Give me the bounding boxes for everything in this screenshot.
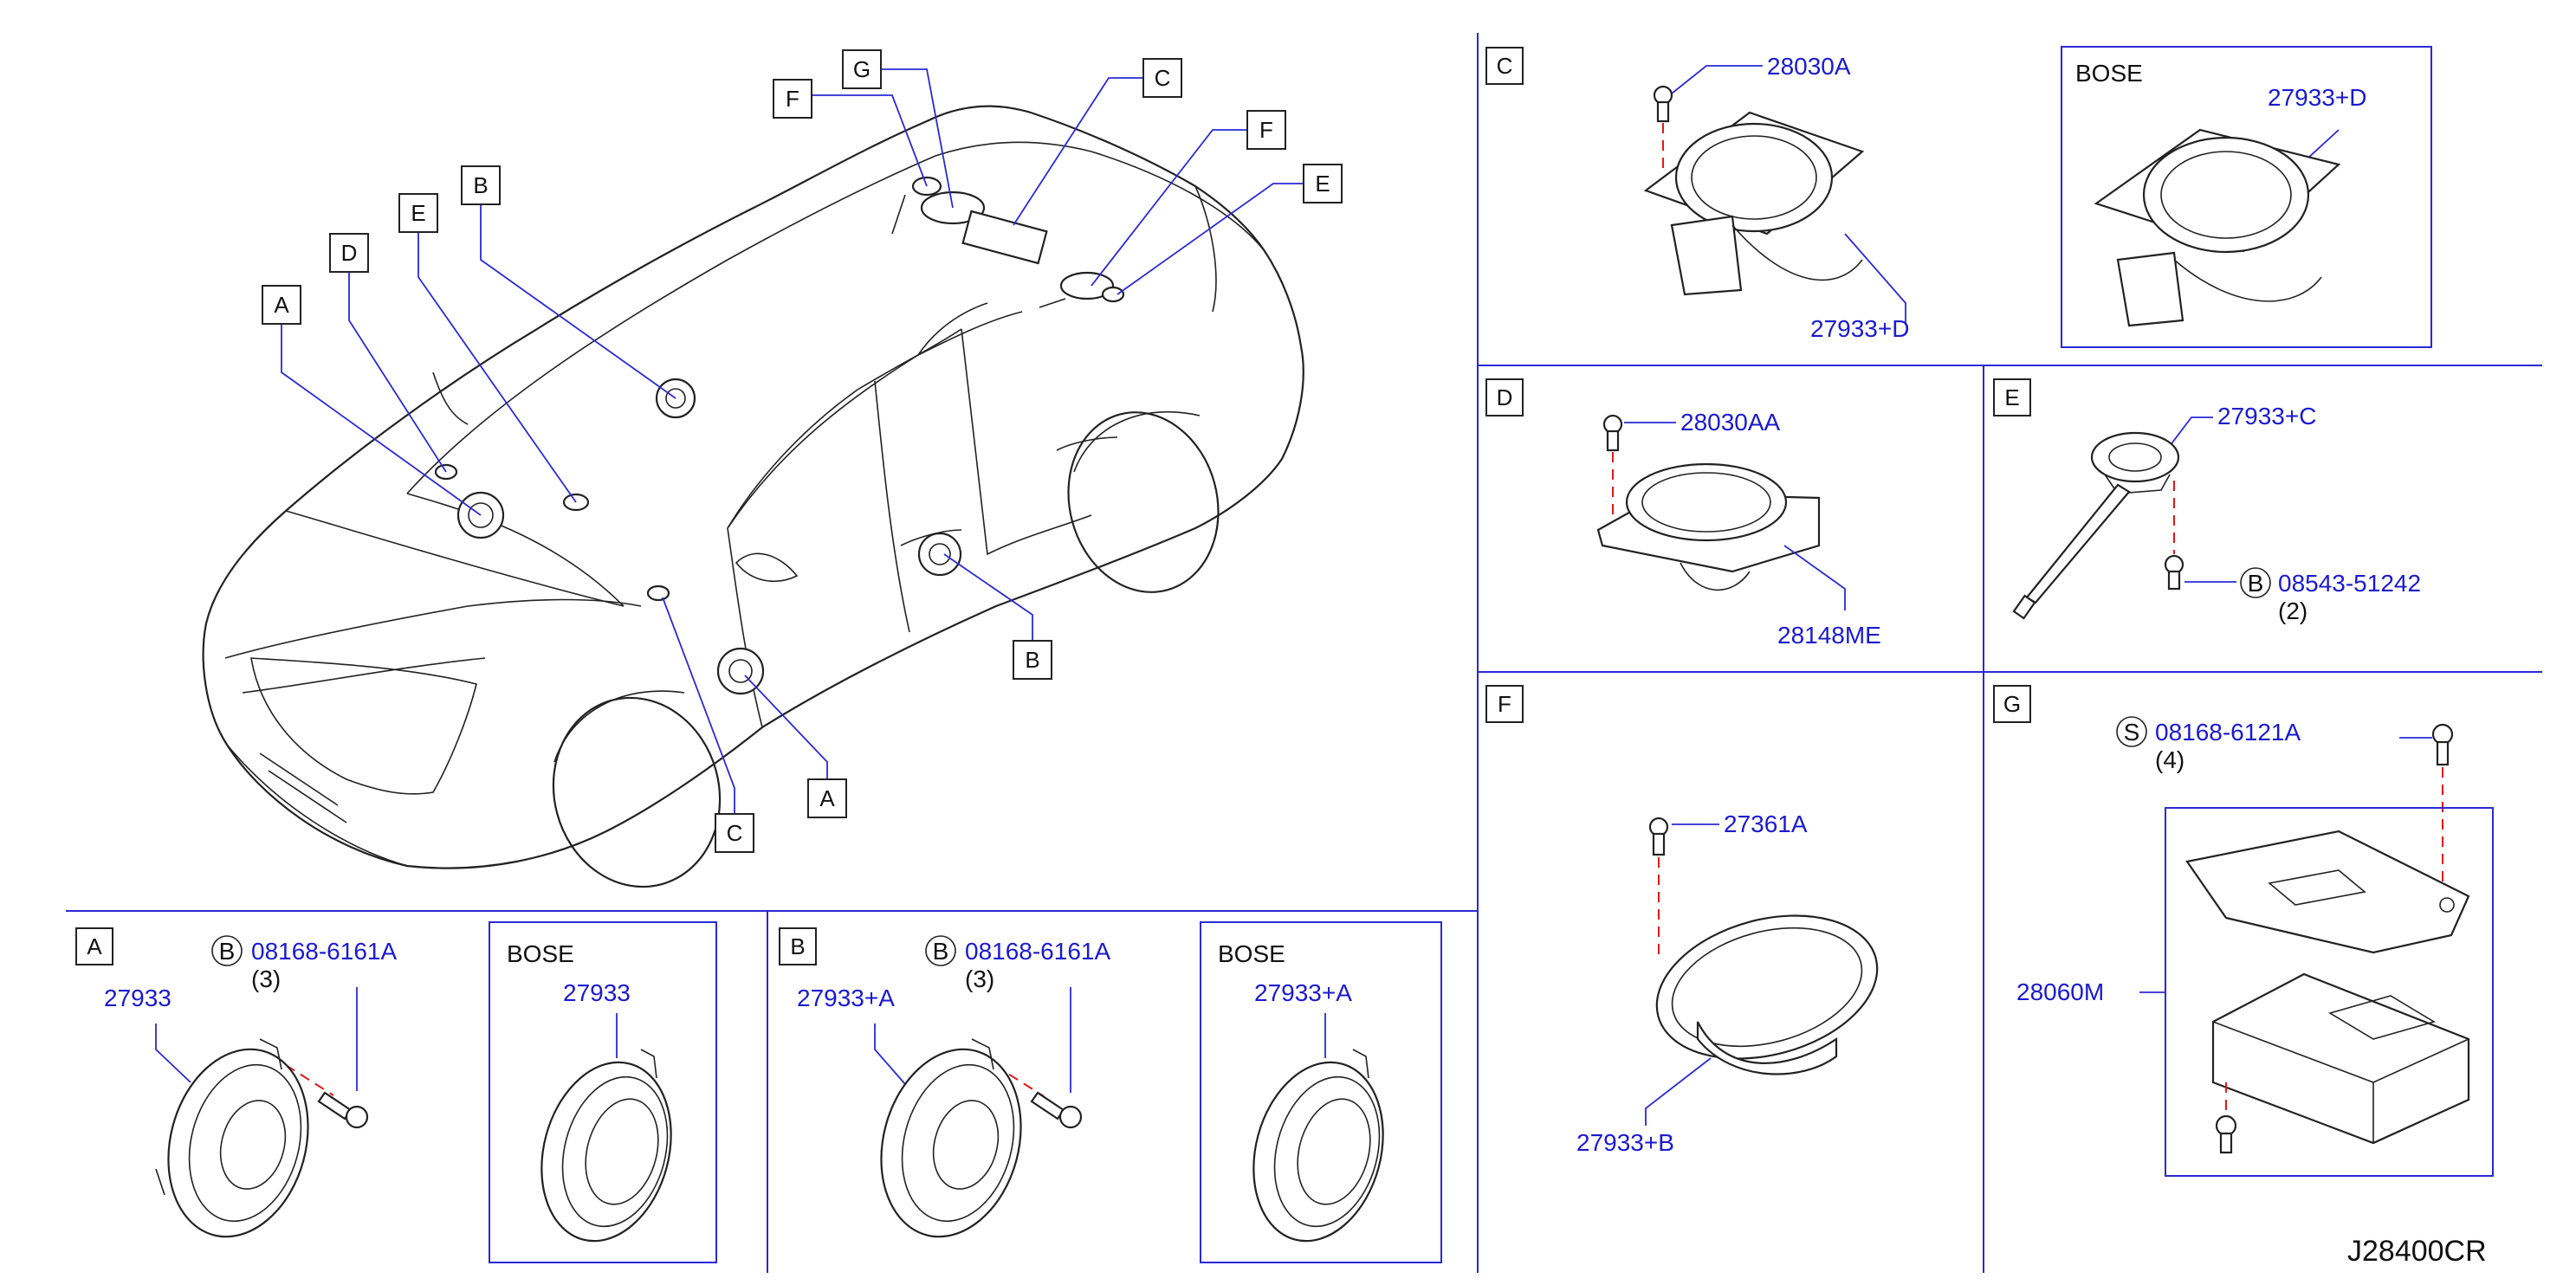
panel-f: F 27361A 27933+B <box>1485 685 1879 1156</box>
svg-text:G: G <box>853 56 871 82</box>
panel-b-label: B <box>790 933 805 959</box>
car-overview-illustration <box>202 105 1304 888</box>
svg-text:A: A <box>819 785 835 811</box>
svg-text:A: A <box>274 292 289 318</box>
svg-text:C: C <box>727 820 743 846</box>
panel-d-screw-pn: 28030AA <box>1680 409 1781 436</box>
panel-e-speaker-pn: 27933+C <box>2217 403 2316 429</box>
panel-b-screw <box>1030 1091 1083 1129</box>
panel-b-screw-pn: 08168-6161A <box>965 938 1110 965</box>
panel-c-bose-pn: 27933+D <box>2268 84 2366 111</box>
panel-e-screw-pn: 08543-51242 <box>2278 570 2421 597</box>
callout-g: C <box>1142 58 1182 98</box>
panel-b-bose-label: BOSE <box>1218 940 1285 967</box>
callout-e-front: F <box>773 79 812 119</box>
panel-d-speaker <box>1596 462 1821 591</box>
panel-g-screw-pn: 08168-6121A <box>2155 719 2301 746</box>
panel-a-bose-speaker <box>540 1049 672 1243</box>
panel-g-screw-bottom <box>2215 1114 2237 1154</box>
panel-g-label: G <box>2003 691 2021 717</box>
panel-a-screw-qty: (3) <box>251 965 281 992</box>
panel-b-speaker <box>880 1038 1022 1238</box>
svg-text:F: F <box>786 86 799 112</box>
callout-c-lower: C <box>715 813 754 853</box>
panel-g-screw-mark: S <box>2124 719 2140 746</box>
svg-text:C: C <box>1155 65 1171 91</box>
panel-e-screw-qty: (2) <box>2278 597 2307 624</box>
callout-e-rear: E <box>1303 164 1343 203</box>
panel-e-label: E <box>2004 384 2019 410</box>
panel-a-bose-pn: 27933 <box>563 979 631 1006</box>
panel-b-speaker-pn: 27933+A <box>797 985 895 1011</box>
panel-g: G S 08168-6121A (4) 28060M <box>1993 685 2494 1177</box>
panel-g-screw-qty: (4) <box>2155 746 2184 773</box>
panel-b-screw-mark: B <box>933 938 949 965</box>
panel-c-screw <box>1653 85 1673 123</box>
callout-c-front: D <box>329 233 369 273</box>
panel-e-tweeter <box>2012 431 2180 620</box>
panel-b-bose-pn: 27933+A <box>1254 979 1352 1006</box>
panel-c-screw-pn: 28030A <box>1767 53 1851 80</box>
panel-g-bracket <box>2185 830 2470 954</box>
panel-g-amplifier <box>2211 972 2470 1145</box>
svg-text:B: B <box>1025 647 1039 673</box>
panel-c-bose-label: BOSE <box>2075 60 2143 87</box>
panel-a-speaker <box>155 1038 309 1238</box>
panel-a-speaker-pn: 27933 <box>104 985 172 1011</box>
callout-f-rear: F <box>1246 110 1286 150</box>
svg-text:E: E <box>1315 171 1330 197</box>
panel-c-bose-speaker <box>2094 128 2341 327</box>
panel-b-bose-speaker <box>1252 1049 1384 1243</box>
panel-a-bose-label: BOSE <box>507 940 574 967</box>
callout-b-rear: B <box>461 165 501 205</box>
panel-d-label: D <box>1497 384 1513 410</box>
panel-f-screw <box>1648 817 1669 856</box>
panel-d: D 28030AA 28148ME <box>1485 378 1881 649</box>
panel-c-speaker-pn: 27933+D <box>1810 315 1909 342</box>
panel-a-screw <box>317 1091 369 1129</box>
callout-f-front: G <box>842 49 882 89</box>
svg-text:B: B <box>473 172 488 198</box>
panel-e-screw-mark: B <box>2248 570 2264 597</box>
panel-e: E 27933+C B 08543-51242 (2) <box>1993 378 2421 624</box>
panel-dividers <box>66 33 2542 1273</box>
panel-f-screw-pn: 27361A <box>1724 810 1808 837</box>
car-speakers <box>434 176 1125 695</box>
panel-d-screw <box>1602 414 1623 452</box>
svg-text:E: E <box>411 200 425 226</box>
overview-leaders <box>281 68 1304 814</box>
panel-d-speaker-pn: 28148ME <box>1777 622 1881 649</box>
panel-g-amp-pn: 28060M <box>2016 978 2104 1005</box>
panel-b-screw-qty: (3) <box>965 965 994 992</box>
callout-a-rear: A <box>807 778 847 818</box>
svg-text:F: F <box>1259 117 1273 143</box>
panel-f-label: F <box>1498 691 1511 717</box>
panel-a-screw-pn: 08168-6161A <box>251 938 397 965</box>
panel-a-screw-mark: B <box>219 938 236 965</box>
panel-g-screw-top <box>2431 723 2454 766</box>
panel-f-speaker <box>1655 914 1879 1075</box>
callout-d: E <box>398 193 438 233</box>
panel-b: B B 08168-6161A (3) 27933+A BOSE 27933+A <box>779 921 1442 1263</box>
panel-f-speaker-pn: 27933+B <box>1576 1129 1674 1156</box>
callout-b-front-door: B <box>1013 640 1052 680</box>
overview-callouts: A D E B F G C F E B A C <box>262 49 1343 853</box>
svg-text:D: D <box>341 240 358 266</box>
panel-c: C 28030A 27933+D BOSE 27933+D <box>1485 46 2432 348</box>
diagram-code: J28400CR <box>2347 1235 2487 1268</box>
panel-a: A B 08168-6161A (3) 27933 BOSE 27933 <box>75 921 717 1263</box>
panel-c-speaker <box>1643 111 1865 296</box>
panel-a-label: A <box>87 933 102 959</box>
panel-c-label: C <box>1497 53 1513 79</box>
callout-a-front: A <box>262 285 301 325</box>
panel-e-screw <box>2164 554 2184 591</box>
